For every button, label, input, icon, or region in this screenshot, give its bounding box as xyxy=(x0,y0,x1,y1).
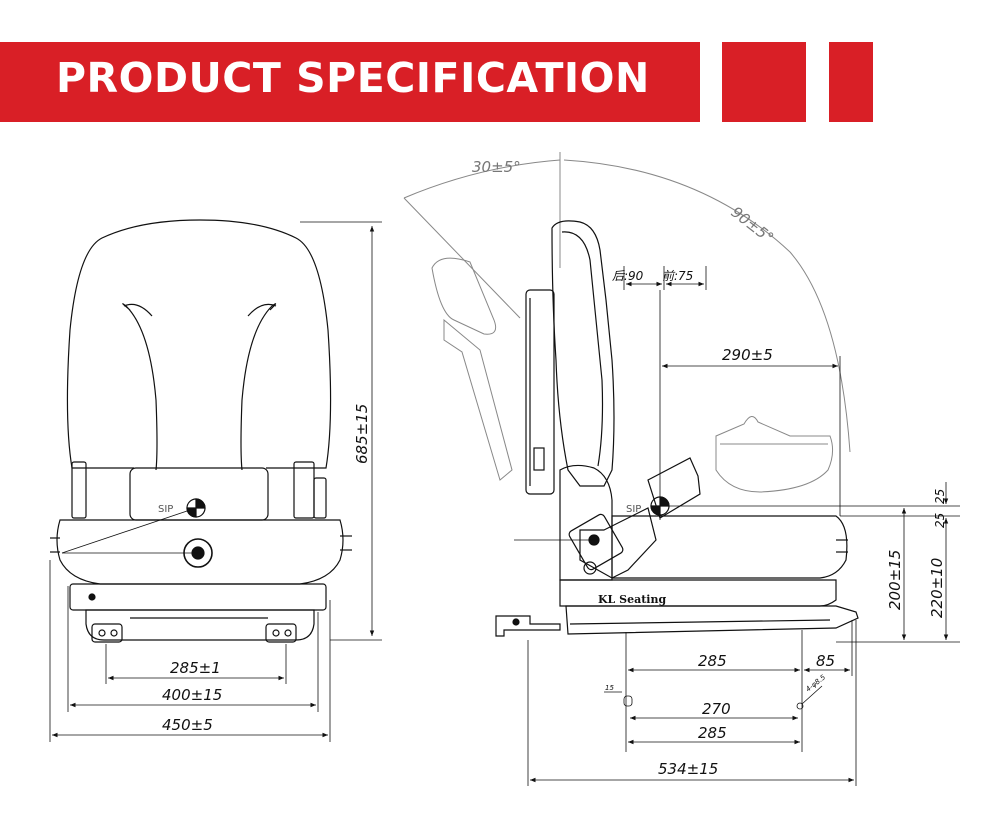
dim-hole-spacing: 270 xyxy=(702,700,731,718)
dim-back-adjust-rear: 后:90 xyxy=(612,269,644,283)
front-backrest-rib-right xyxy=(240,303,277,471)
dim-total-depth: 534±15 xyxy=(658,760,718,778)
front-base-frame xyxy=(85,609,315,641)
side-recline-arcs xyxy=(403,152,851,453)
page-title: PRODUCT SPECIFICATION xyxy=(56,54,650,102)
dim-recline-forward: 30±5° xyxy=(472,158,521,176)
front-backrest-panel xyxy=(129,467,269,521)
side-dimensions xyxy=(527,266,960,786)
front-backrest-rib-left xyxy=(122,303,158,471)
side-recline-bracket xyxy=(559,464,613,581)
dim-mount-length: 285 xyxy=(698,724,727,742)
dim-seat-height: 220±10 xyxy=(928,558,946,618)
side-seat-cushion xyxy=(611,515,848,579)
header-banner: PRODUCT SPECIFICATION xyxy=(0,42,700,122)
front-backrest xyxy=(66,219,332,469)
side-recline-ghosts xyxy=(431,257,834,493)
dim-front-total-width: 450±5 xyxy=(162,716,213,734)
side-slide-handle xyxy=(495,615,561,637)
side-sip-label: SIP xyxy=(626,504,641,515)
dim-hole-label: 4-φ8.5 xyxy=(804,673,827,694)
front-sip-label: SIP xyxy=(158,504,173,515)
dim-back-adjust-front: 前:75 xyxy=(662,269,693,283)
side-back-pocket xyxy=(525,289,555,495)
side-view xyxy=(495,220,859,637)
side-backrest xyxy=(551,220,615,487)
header-accent-block xyxy=(829,42,873,122)
dim-rail-length: 285 xyxy=(698,652,727,670)
front-suspension xyxy=(69,583,327,611)
front-view xyxy=(49,219,382,742)
dim-sip-offset-2: 25 xyxy=(933,513,947,528)
dim-front-base-width: 400±15 xyxy=(162,686,222,704)
dim-front-mount-spacing: 285±1 xyxy=(170,659,221,677)
header-accent-block xyxy=(722,42,806,122)
dim-sip-height: 200±15 xyxy=(886,550,904,610)
dim-rail-front: 85 xyxy=(816,652,835,670)
side-brand-label: KL Seating xyxy=(598,593,666,606)
dim-front-height: 685±15 xyxy=(353,404,371,464)
dim-depth-to-back: 290±5 xyxy=(722,346,773,364)
dim-slot-width: 15 xyxy=(605,684,614,692)
dim-sip-offset: 25 xyxy=(933,489,947,504)
dim-recline-back: 90±5° xyxy=(728,203,777,247)
side-slide-rail xyxy=(565,605,859,635)
